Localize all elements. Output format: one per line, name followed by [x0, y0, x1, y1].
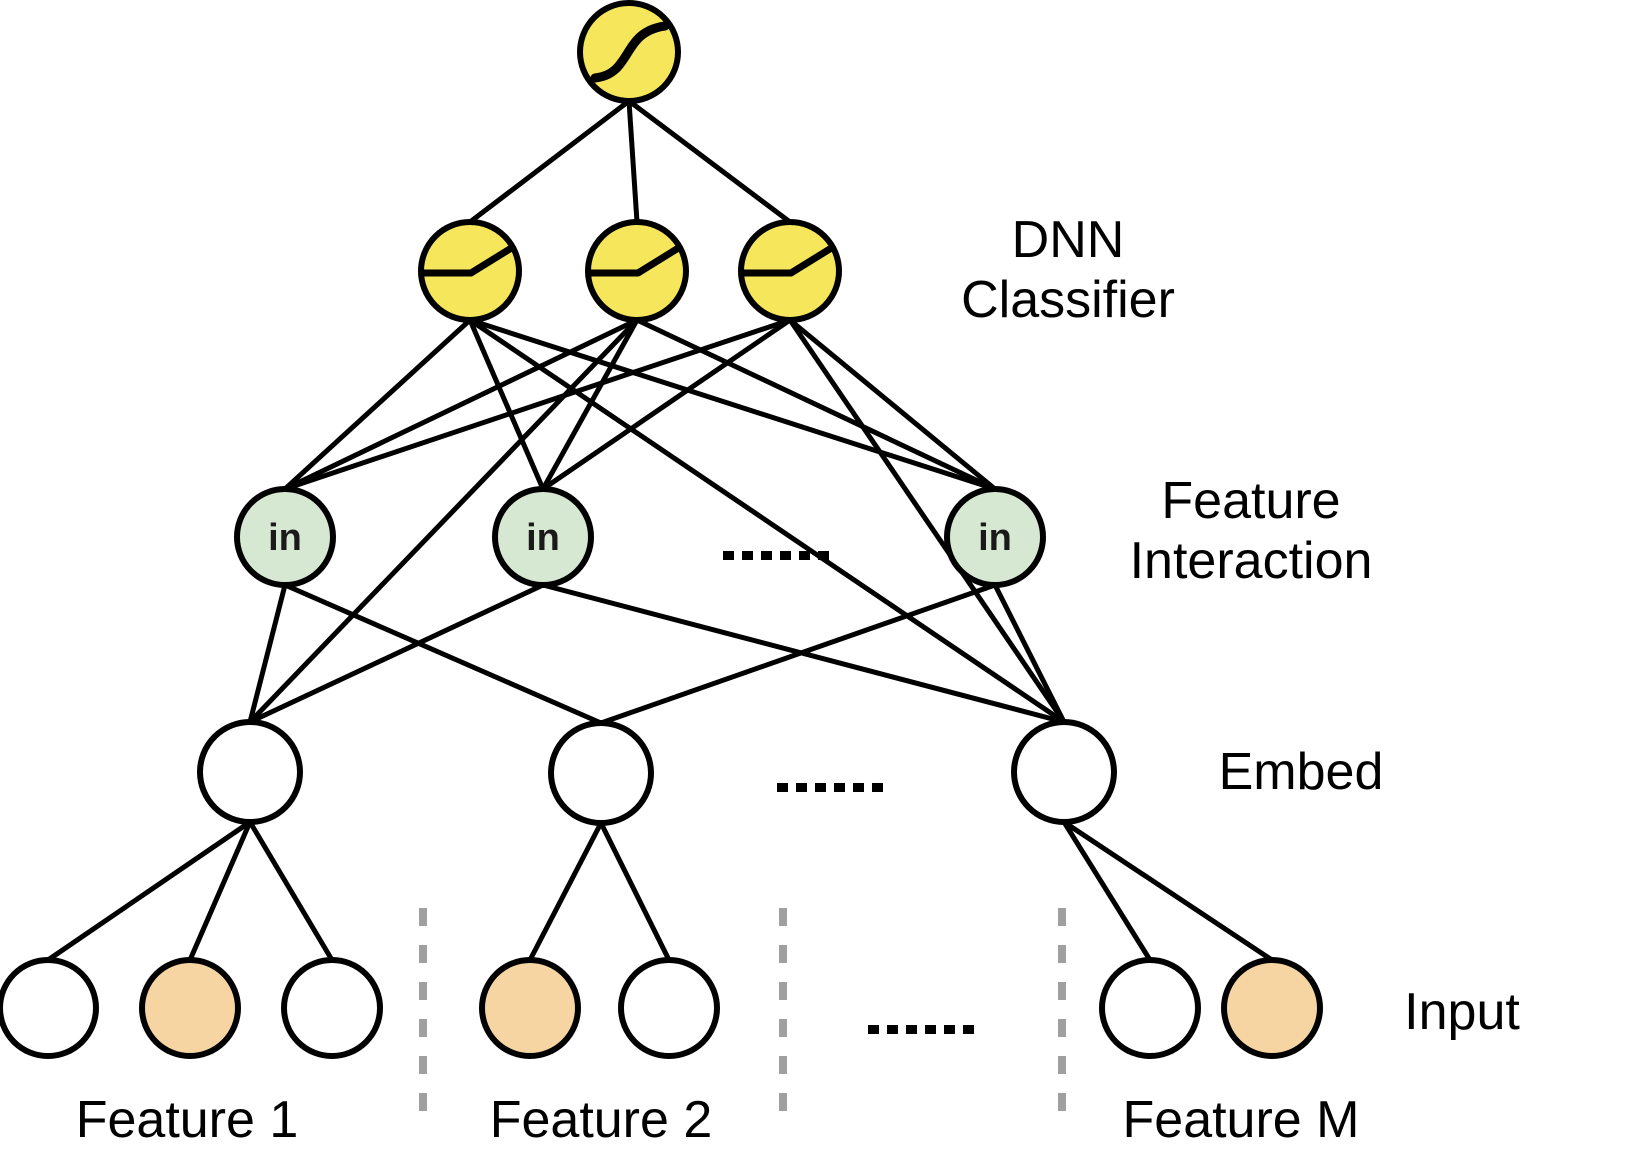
- edge-in3-e2: [600, 582, 996, 726]
- feature-interaction-label-line2: Interaction: [1129, 532, 1373, 590]
- edge-in3-e3: [992, 583, 1067, 724]
- relu-curve-icon: [743, 244, 835, 277]
- edge-e1-i2: [187, 821, 253, 961]
- node-input-f2-1: [479, 957, 581, 1059]
- input-label: Input: [1404, 983, 1520, 1041]
- edge-e1-i1: [46, 819, 252, 963]
- ellipsis-input-row: [963, 1025, 974, 1034]
- edge-h2-in3: [635, 317, 997, 492]
- edge-h3-in2: [541, 317, 792, 492]
- feature-interaction-label-line1: Feature: [1161, 472, 1341, 530]
- dnn-classifier-label: DNN Classifier: [961, 210, 1175, 330]
- feature-2-label: Feature 2: [489, 1091, 713, 1149]
- ellipsis-interaction-row: [818, 551, 829, 560]
- ellipsis-embed-row: [834, 783, 845, 792]
- in-node-label: in: [978, 517, 1012, 559]
- dnn-classifier-label-line1: DNN: [1011, 211, 1125, 269]
- node-embed-3: [1011, 719, 1117, 825]
- relu-curve-icon: [423, 244, 515, 277]
- ellipsis-input-row: [925, 1025, 936, 1034]
- edge-h1-e3: [468, 317, 1066, 725]
- node-input-f2-2: [618, 957, 720, 1059]
- ellipsis-interaction-row: [780, 551, 791, 560]
- ellipsis-interaction-row: [761, 551, 772, 560]
- dnn-classifier-label-line2: Classifier: [961, 271, 1175, 329]
- node-input-f1-1: [0, 957, 99, 1059]
- ellipsis-embed-row: [777, 783, 788, 792]
- relu-curve-icon: [590, 244, 682, 277]
- feature-m-label: Feature M: [1122, 1091, 1360, 1149]
- edge-h1-in2: [467, 319, 546, 490]
- node-embed-1: [197, 719, 303, 825]
- ellipsis-embed-row: [853, 783, 864, 792]
- edge-in1-e2: [283, 582, 603, 726]
- node-input-f1-2: [139, 957, 241, 1059]
- edge-h3-in3: [788, 318, 997, 491]
- node-interaction-3: [944, 486, 1046, 588]
- edge-e2-i4: [527, 821, 604, 962]
- ellipsis-embed-row: [815, 783, 826, 792]
- edge-in2-e1: [248, 582, 545, 725]
- edge-e1-i3: [247, 820, 335, 962]
- edge-h1-in1: [283, 318, 472, 491]
- ellipsis-interaction-row: [799, 551, 810, 560]
- edge-out-h3: [627, 99, 792, 224]
- ellipsis-interaction-row: [742, 551, 753, 560]
- edge-out-h1: [468, 99, 631, 224]
- in-node-label: in: [526, 517, 560, 559]
- edge-h3-in1: [284, 317, 791, 492]
- ellipsis-embed-row: [796, 783, 807, 792]
- node-interaction-1: [234, 486, 336, 588]
- ellipsis-input-row: [868, 1025, 879, 1034]
- edge-out-h2: [626, 100, 640, 223]
- edge-in1-e1: [247, 584, 288, 723]
- edge-h2-in2: [540, 318, 640, 491]
- ellipsis-input-row: [887, 1025, 898, 1034]
- node-input-f1-3: [281, 957, 383, 1059]
- in-node-label: in: [268, 517, 302, 559]
- edge-e2-i5: [598, 821, 672, 962]
- edge-e3-i7: [1062, 819, 1274, 963]
- edge-h2-in1: [283, 317, 639, 492]
- edge-h3-e3: [787, 318, 1067, 724]
- node-input-fm-1: [1099, 957, 1201, 1059]
- sigmoid-curve-icon: [590, 21, 670, 83]
- node-interaction-2: [492, 486, 594, 588]
- ellipsis-interaction-row: [723, 551, 734, 560]
- node-embed-2: [548, 720, 654, 826]
- edge-e3-i6: [1061, 820, 1153, 962]
- feature-interaction-label: Feature Interaction: [1130, 471, 1373, 591]
- ellipsis-embed-row: [872, 783, 883, 792]
- ellipsis-input-row: [944, 1025, 955, 1034]
- ellipsis-input-row: [906, 1025, 917, 1034]
- embed-label: Embed: [1218, 743, 1384, 801]
- edge-h1-in3: [469, 317, 996, 492]
- feature-1-label: Feature 1: [75, 1091, 299, 1149]
- node-input-fm-2: [1221, 957, 1323, 1059]
